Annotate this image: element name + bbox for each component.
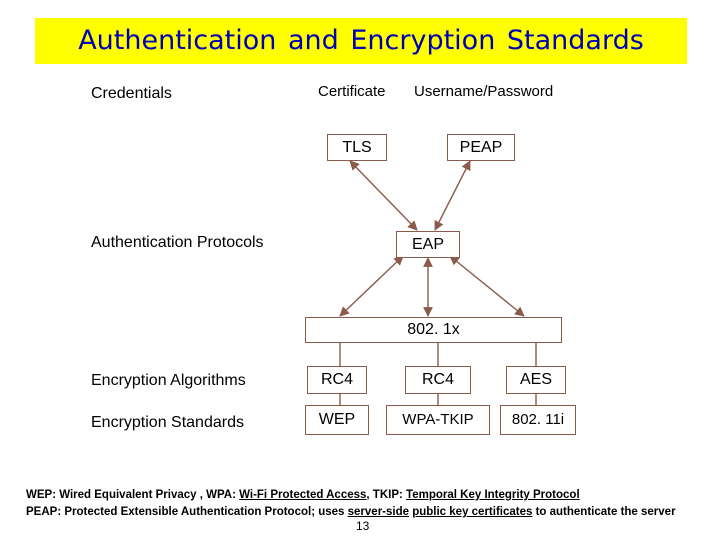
page-number: 13 (356, 519, 370, 533)
footnote-server-side: server-side (347, 506, 410, 518)
dot1x-node: 802. 1x (305, 317, 562, 343)
enc-standards-label: Encryption Standards (91, 414, 244, 431)
enc-algorithms-label: Encryption Algorithms (91, 372, 246, 389)
footnote-end: to authenticate the server (532, 506, 676, 518)
std1-node: WEP (305, 405, 369, 435)
title-highlight (35, 18, 687, 64)
alg3-node: AES (506, 366, 566, 394)
footnote-line-1: WEP: Wired Equivalent Privacy , WPA: Wi-… (26, 489, 580, 501)
peap-node: PEAP (447, 134, 515, 161)
footnote-peap: PEAP: Protected Extensible Authenticatio… (26, 506, 348, 518)
peap-eap-arrow (434, 160, 471, 231)
footnote-wpa: Wi-Fi Protected Access (239, 489, 367, 501)
tls-node: TLS (327, 134, 387, 161)
std2-node: WPA-TKIP (386, 405, 490, 435)
eap-rc4-arrow (339, 255, 404, 317)
tls-eap-arrow (349, 160, 418, 231)
alg2-node: RC4 (405, 366, 471, 394)
username-password-label: Username/Password (414, 83, 554, 100)
page-title: Authentication and Encryption Standards (78, 25, 644, 56)
certificate-label: Certificate (318, 83, 386, 100)
footnote-line-2: PEAP: Protected Extensible Authenticatio… (26, 506, 676, 518)
alg1-node: RC4 (307, 366, 367, 394)
auth-protocols-label: Authentication Protocols (91, 234, 264, 251)
footnote-public-key: public key certificates (412, 506, 533, 518)
footnote-wep: WEP: Wired Equivalent Privacy , WPA: (26, 489, 240, 501)
credentials-label: Credentials (91, 85, 172, 102)
std3-node: 802. 11i (500, 405, 576, 435)
eap-node: EAP (396, 231, 460, 258)
footnote-tkip: Temporal Key Integrity Protocol (406, 489, 580, 501)
footnote-tkip-label: , TKIP: (366, 489, 407, 501)
eap-aes-arrow (449, 255, 525, 317)
